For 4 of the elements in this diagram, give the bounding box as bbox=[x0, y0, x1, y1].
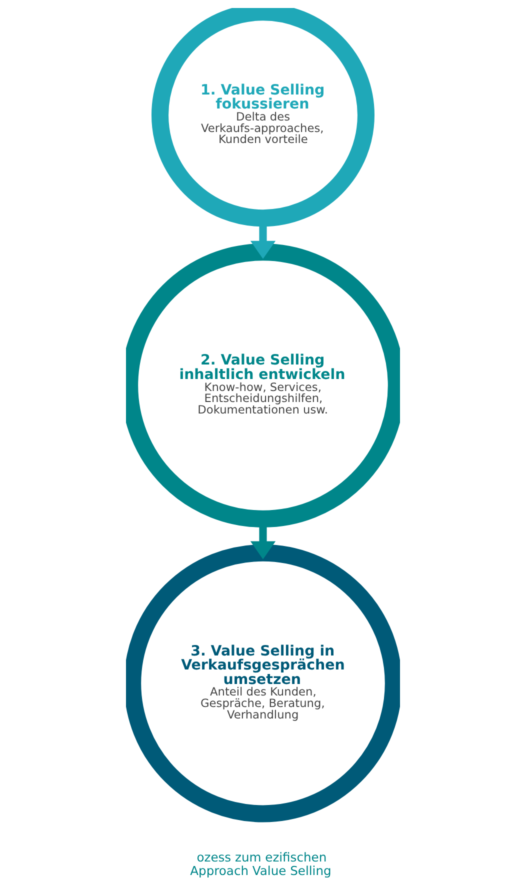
label: ozess zum ezifischen Approach Value Selling bbox=[190, 850, 331, 878]
node-circle: 1. Value Selling fokussieren Delta des Verkaufs-approaches, Kunden vorteile bbox=[150, 8, 374, 227]
node-circle: 3. Value Selling in Verkaufsgesprächen umsetzen Anteil des Kunden, Gespräche, Beratung, Verhandlung bbox=[126, 544, 400, 822]
node-circle: 2. Value Selling inhaltlich entwickeln Know-how, Services, Entscheidungshilfen, Dokumentationen usw. bbox=[126, 244, 400, 528]
